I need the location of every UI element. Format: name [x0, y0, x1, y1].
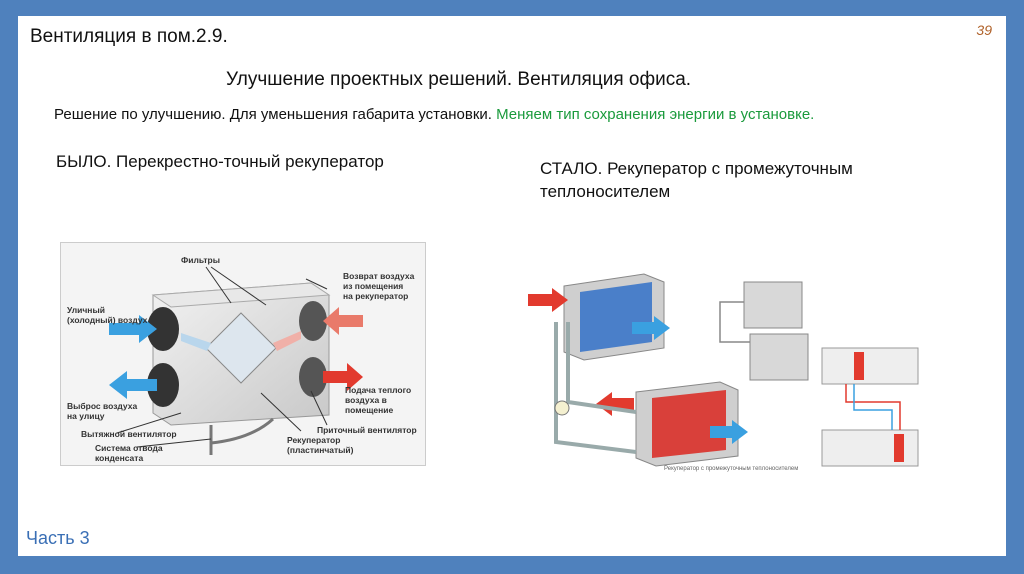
label-return-2: из помещения — [343, 281, 403, 291]
inner-warm-arrow — [273, 331, 301, 351]
description-main: Решение по улучшению. Для уменьшения габ… — [54, 106, 492, 123]
return-air-port — [299, 301, 327, 341]
label-return-1: Возврат воздуха — [343, 271, 415, 281]
warm-supply-arrow — [323, 363, 363, 391]
cross-flow-recuperator-svg: Фильтры Уличный (холодный) воздух Возвра… — [67, 255, 417, 463]
footer: Часть 3 — [26, 528, 90, 548]
label-outside-air-1: Уличный — [67, 305, 105, 315]
schematic-upper-coil — [854, 352, 864, 380]
slide: 39 Вентиляция в пом.2.9. Улучшение проек… — [18, 16, 1006, 556]
cold-in-arrow-right — [710, 420, 748, 444]
module-pipes — [719, 301, 750, 343]
upper-coil-blue — [580, 282, 652, 352]
description: Решение по улучшению. Для уменьшения габ… — [54, 106, 814, 123]
cold-in-arrow — [109, 315, 157, 343]
lower-module — [749, 333, 809, 381]
label-drain-1: Система отвода — [95, 443, 163, 453]
hot-in-arrow — [528, 288, 568, 312]
intermediate-carrier-svg: Рекуператор с промежуточным теплоносител… — [528, 273, 919, 472]
label-exhaust-fan: Вытяжной вентилятор — [81, 429, 177, 439]
schematic-cold-line — [853, 384, 893, 430]
slide-title: Вентиляция в пом.2.9. — [30, 26, 228, 47]
exhaust-out-arrow — [109, 371, 157, 399]
label-supply-fan: Приточный вентилятор — [317, 425, 417, 435]
leader-lines — [116, 266, 328, 448]
drain-pipe — [209, 417, 275, 455]
exhaust-port — [147, 363, 179, 407]
before-label: БЫЛО. Перекрестно-точный рекуператор — [56, 152, 384, 171]
carrier-piping — [554, 322, 637, 454]
label-supply-3: помещение — [345, 405, 393, 415]
outside-air-port — [147, 307, 179, 351]
label-exhaust-2: на улицу — [67, 411, 105, 421]
inner-cold-arrow — [181, 333, 211, 351]
label-supply-2: воздуха в — [345, 395, 387, 405]
label-filters: Фильтры — [181, 255, 220, 265]
unit-top — [151, 282, 331, 308]
label-outside-air-2: (холодный) воздух — [67, 315, 148, 325]
label-drain-2: конденсата — [95, 453, 143, 463]
after-label: СТАЛО. Рекуператор с промежуточным тепло… — [540, 159, 853, 201]
slide-subtitle: Улучшение проектных решений. Вентиляция … — [226, 69, 692, 90]
plate-core — [205, 312, 277, 384]
return-in-arrow — [323, 307, 363, 335]
cross-flow-recuperator-diagram: Фильтры Уличный (холодный) воздух Возвра… — [60, 242, 426, 466]
schematic-hot-line — [845, 384, 901, 430]
intermediate-carrier-diagram: Рекуператор с промежуточным теплоносител… — [524, 252, 924, 472]
right-caption: Рекуператор с промежуточным теплоносител… — [664, 466, 798, 472]
label-recuperator-2: (пластинчатый) — [287, 445, 354, 455]
schematic-upper — [821, 347, 919, 385]
label-recuperator-1: Рекуператор — [287, 435, 340, 445]
label-exhaust-1: Выброс воздуха — [67, 401, 137, 411]
supply-port — [299, 357, 327, 397]
description-highlight: Меняем тип сохранения энергии в установк… — [496, 106, 815, 123]
label-return-3: на рекуператор — [343, 291, 408, 301]
label-supply-1: Подача теплого — [345, 385, 411, 395]
schematic-lower-coil — [894, 434, 904, 462]
lower-coil-red — [652, 390, 726, 458]
pump — [554, 400, 570, 416]
cold-out-arrow — [632, 316, 670, 340]
upper-module — [743, 281, 803, 329]
page-number: 39 — [976, 22, 992, 38]
